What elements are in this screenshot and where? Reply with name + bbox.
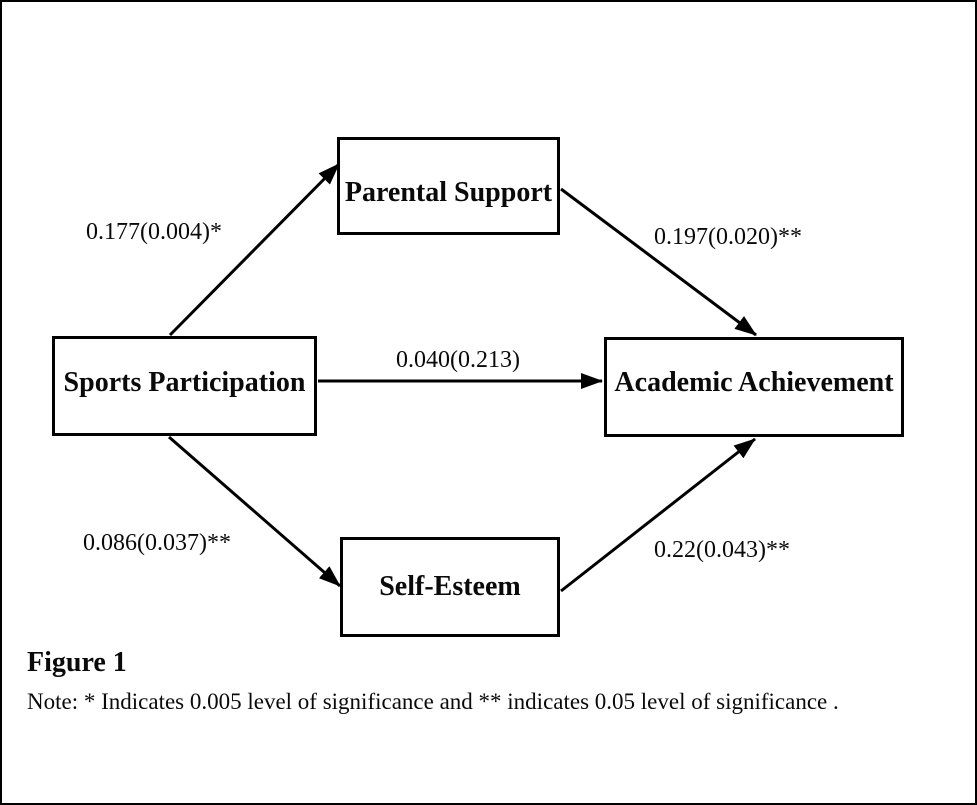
node-academic-achievement: Academic Achievement [604,337,904,437]
node-sports-participation-label: Sports Participation [63,367,306,398]
node-sports-participation: Sports Participation [52,336,317,436]
node-parental-support: Parental Support [337,137,560,235]
coefficient-sports-to-self-esteem: 0.086(0.037)** [83,530,231,556]
arrow-sports-to-parental [168,162,341,337]
coefficient-sports-to-parental: 0.177(0.004)* [86,219,222,245]
coefficient-parental-to-academic: 0.197(0.020)** [654,224,802,250]
node-parental-support-label: Parental Support [344,177,553,208]
coefficient-self-esteem-to-academic: 0.22(0.043)** [654,537,790,563]
arrow-self-esteem-to-academic [560,437,756,593]
coefficient-sports-to-academic: 0.040(0.213) [396,347,520,373]
figure-note: Note: * Indicates 0.005 level of signifi… [27,689,839,714]
arrow-parental-to-academic [560,187,757,337]
figure-caption: Figure 1 [27,647,127,678]
node-self-esteem-label: Self-Esteem [379,571,521,602]
node-self-esteem: Self-Esteem [340,537,560,637]
node-academic-achievement-label: Academic Achievement [614,367,894,398]
arrow-sports-to-self-esteem [168,435,341,588]
